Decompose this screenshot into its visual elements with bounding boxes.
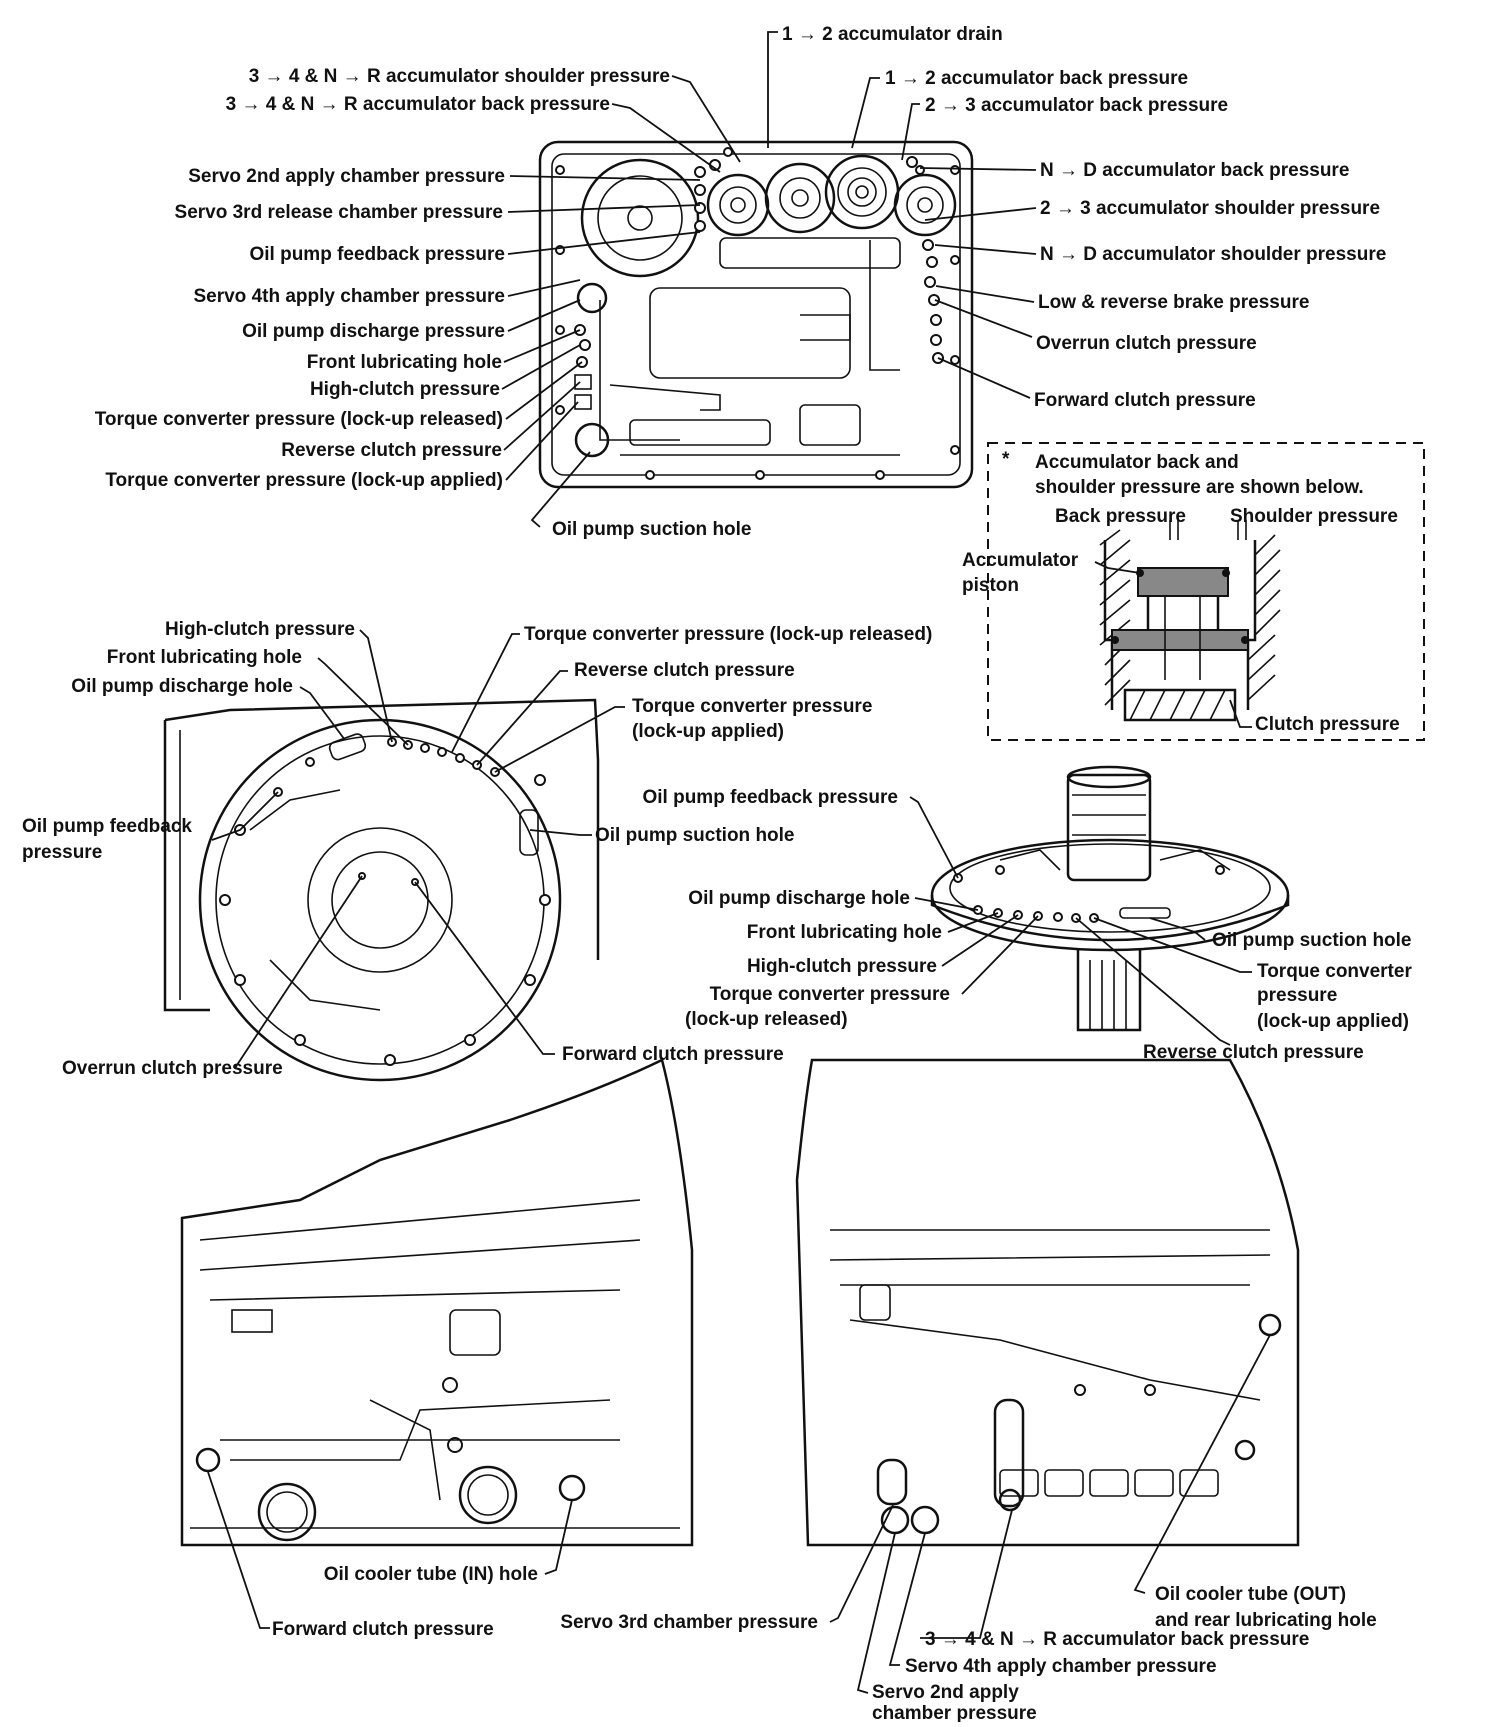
accumulator-inset: * Accumulator back and shoulder pressure… <box>962 442 1425 741</box>
label-oil-pump-suction: Oil pump suction hole <box>552 519 752 540</box>
label-case-servo-4th: Servo 4th apply chamber pressure <box>905 1656 1217 1677</box>
label-case-forward-clutch: Forward clutch pressure <box>272 1619 494 1640</box>
label-servo-3rd-chamber: Servo 3rd chamber pressure <box>560 1612 818 1633</box>
label-pump-tc-released-2: (lock-up released) <box>685 1009 848 1030</box>
label-pump-feedback: Oil pump feedback pressure <box>642 787 898 808</box>
label-overrun-clutch: Overrun clutch pressure <box>1036 333 1257 354</box>
label-housing-tc-applied-2: (lock-up applied) <box>632 721 784 742</box>
label-case-servo-2nd-1: Servo 2nd apply <box>872 1682 1019 1703</box>
label-pump-reverse-clutch: Reverse clutch pressure <box>1143 1042 1364 1063</box>
pump-labels: Oil pump feedback pressure Oil pump disc… <box>642 787 1412 1063</box>
label-case-34-nr-back: 3 → 4 & N → R accumulator back pressure <box>925 1629 1309 1650</box>
inset-back-pressure: Back pressure <box>1055 506 1186 527</box>
label-servo-3rd-release: Servo 3rd release chamber pressure <box>175 202 503 223</box>
label-tc-lockup-applied: Torque converter pressure (lock-up appli… <box>105 470 503 491</box>
label-housing-overrun-clutch: Overrun clutch pressure <box>62 1058 283 1079</box>
label-34-nr-accumulator-shoulder: 3 → 4 & N → R accumulator shoulder press… <box>249 66 670 87</box>
label-pump-tc-applied-3: (lock-up applied) <box>1257 1011 1409 1032</box>
label-tc-lockup-released: Torque converter pressure (lock-up relea… <box>95 409 503 430</box>
label-case-servo-2nd-2: chamber pressure <box>872 1703 1037 1722</box>
label-housing-reverse-clutch: Reverse clutch pressure <box>574 660 795 681</box>
label-12-accumulator-back: 1 → 2 accumulator back pressure <box>885 68 1188 89</box>
oil-pump-drawing <box>930 765 1290 1032</box>
label-oil-pump-discharge: Oil pump discharge pressure <box>242 321 505 342</box>
label-housing-forward-clutch: Forward clutch pressure <box>562 1044 784 1065</box>
label-23-accumulator-back: 2 → 3 accumulator back pressure <box>925 95 1228 116</box>
label-pump-discharge-hole: Oil pump discharge hole <box>688 888 910 909</box>
case-right-labels: Oil cooler tube (OUT) and rear lubricati… <box>872 1584 1377 1724</box>
label-housing-tc-applied-1: Torque converter pressure <box>632 696 872 717</box>
label-oil-cooler-in: Oil cooler tube (IN) hole <box>324 1564 538 1585</box>
inset-piston-line2: piston <box>962 575 1019 596</box>
label-23-accumulator-shoulder: 2 → 3 accumulator shoulder pressure <box>1040 198 1380 219</box>
label-pump-high-clutch: High-clutch pressure <box>747 956 937 977</box>
label-housing-tc-released: Torque converter pressure (lock-up relea… <box>524 624 932 645</box>
label-housing-discharge-hole: Oil pump discharge hole <box>71 676 293 697</box>
label-forward-clutch: Forward clutch pressure <box>1034 390 1256 411</box>
label-nd-accumulator-shoulder: N → D accumulator shoulder pressure <box>1040 244 1386 265</box>
valve-body-labels: 1 → 2 accumulator drain 3 → 4 & N → R ac… <box>95 24 1387 540</box>
label-low-reverse-brake: Low & reverse brake pressure <box>1038 292 1309 313</box>
label-high-clutch: High-clutch pressure <box>310 379 500 400</box>
converter-housing-drawing <box>163 698 600 1082</box>
label-reverse-clutch: Reverse clutch pressure <box>281 440 502 461</box>
label-housing-front-lub: Front lubricating hole <box>107 647 302 668</box>
case-left-drawing <box>180 1058 694 1547</box>
label-housing-feedback-2: pressure <box>22 842 102 863</box>
inset-note-line1: Accumulator back and <box>1035 452 1239 473</box>
pump-leaders <box>909 796 1252 1046</box>
label-oil-pump-feedback: Oil pump feedback pressure <box>249 244 505 265</box>
label-pump-tc-applied-1: Torque converter <box>1257 961 1412 982</box>
label-12-accumulator-drain: 1 → 2 accumulator drain <box>782 24 1003 45</box>
label-housing-suction-hole: Oil pump suction hole <box>595 825 795 846</box>
label-housing-feedback-1: Oil pump feedback <box>22 816 192 837</box>
label-servo-2nd-apply: Servo 2nd apply chamber pressure <box>188 166 505 187</box>
label-oil-cooler-out-1: Oil cooler tube (OUT) <box>1155 1584 1346 1605</box>
label-oil-cooler-out-2: and rear lubricating hole <box>1155 1610 1377 1631</box>
housing-labels: High-clutch pressure Torque converter pr… <box>22 619 932 1079</box>
housing-leaders <box>211 629 625 1069</box>
inset-clutch-pressure: Clutch pressure <box>1255 714 1400 735</box>
label-pump-front-lub: Front lubricating hole <box>747 922 942 943</box>
label-pump-suction-hole: Oil pump suction hole <box>1212 930 1412 951</box>
cylinder-walls <box>1099 520 1281 722</box>
label-pump-tc-applied-2: pressure <box>1257 985 1337 1006</box>
label-pump-tc-released-1: Torque converter pressure <box>710 984 950 1005</box>
label-nd-accumulator-back: N → D accumulator back pressure <box>1040 160 1349 181</box>
label-housing-high-clutch: High-clutch pressure <box>165 619 355 640</box>
inset-note-star: * <box>1002 449 1010 470</box>
case-right-leaders <box>829 1334 1271 1694</box>
inset-piston-line1: Accumulator <box>962 550 1079 571</box>
case-left-leaders <box>207 1471 573 1629</box>
label-front-lubricating: Front lubricating hole <box>307 352 502 373</box>
valve-body-leaders <box>501 31 1037 528</box>
inset-note-line2: shoulder pressure are shown below. <box>1035 477 1364 498</box>
case-right-drawing <box>795 1058 1300 1547</box>
valve-body-drawing <box>538 140 974 489</box>
inset-shoulder-pressure: Shoulder pressure <box>1230 506 1398 527</box>
label-servo-4th-apply: Servo 4th apply chamber pressure <box>193 286 505 307</box>
case-left-labels: Oil cooler tube (IN) hole Forward clutch… <box>272 1564 818 1640</box>
label-34-nr-accumulator-back: 3 → 4 & N → R accumulator back pressure <box>226 94 610 115</box>
